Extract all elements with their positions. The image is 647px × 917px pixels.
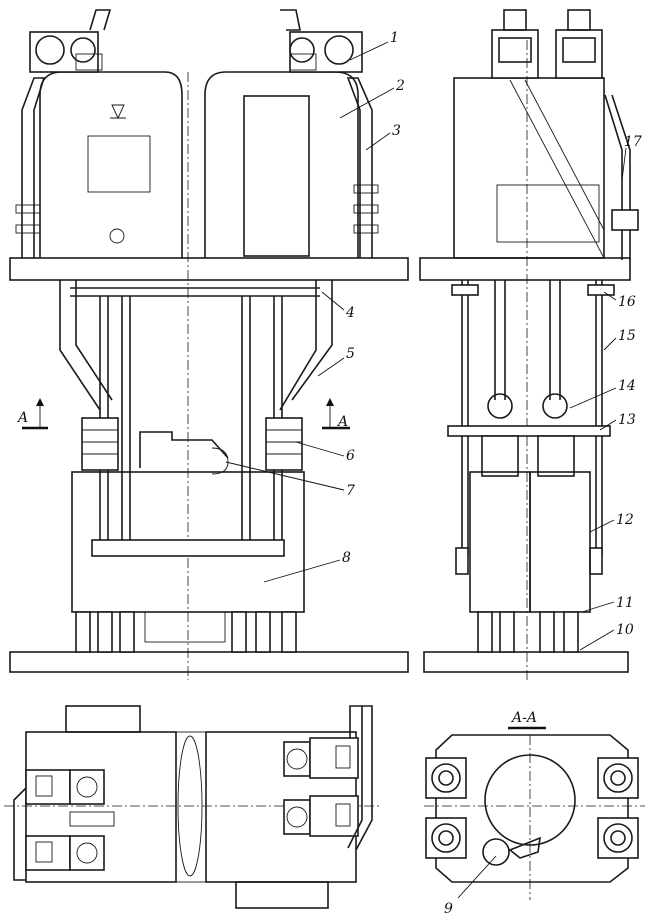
side-housing	[453, 77, 605, 259]
callout-14: 14	[618, 378, 636, 394]
clamp-frame	[91, 539, 285, 557]
callout-17: 17	[624, 134, 642, 150]
side-view	[419, 9, 639, 680]
section-shaft	[482, 838, 510, 866]
hazard-sign	[110, 104, 126, 120]
right-bent-pipe-b	[291, 280, 333, 401]
front-panel	[87, 135, 151, 193]
left-side-duct	[21, 77, 46, 258]
right-bent-pipe-a	[279, 280, 317, 411]
right-housing	[204, 71, 359, 258]
pipe-flange	[611, 209, 639, 231]
lower-base-plate	[9, 651, 409, 673]
plan-gap	[175, 731, 207, 883]
left-bent-pipe-a	[59, 280, 101, 411]
plan-bottom-tab	[235, 881, 329, 909]
callouts: 1 2 3 4 5 6 7 8 9 10 11 12 13 14 15 16 1…	[225, 30, 642, 917]
side-body-right	[529, 471, 591, 613]
section-a-a: A-A	[424, 710, 645, 900]
callout-16: 16	[618, 294, 636, 310]
front-view: A A	[9, 9, 409, 680]
side-upper-plate	[419, 257, 631, 281]
section-letter-left: A	[16, 410, 28, 426]
side-panel	[496, 184, 600, 243]
callout-7: 7	[346, 483, 355, 499]
section-wedge	[508, 836, 541, 859]
drive-chain-line-b	[524, 79, 605, 231]
bottom-box	[144, 611, 226, 643]
left-bellows-coupling	[81, 417, 119, 471]
right-drive-motor	[280, 9, 363, 73]
plan-view	[4, 705, 380, 909]
shackle-left	[487, 393, 513, 419]
inner-shafts	[494, 280, 561, 400]
right-bellows-coupling	[265, 417, 303, 471]
section-title: A-A	[510, 710, 537, 726]
callout-1: 1	[390, 30, 399, 46]
support-bar	[447, 425, 611, 437]
side-body-left	[469, 471, 531, 613]
side-pipe	[604, 94, 631, 260]
plan-motors-right	[283, 737, 359, 837]
upper-base-plate	[9, 257, 409, 281]
duct-flanges	[15, 184, 379, 234]
shackle-right	[542, 393, 568, 419]
callout-11: 11	[616, 595, 634, 611]
callout-4: 4	[345, 305, 355, 321]
drive-chain-line-a	[509, 79, 605, 259]
section-mark-right: A	[322, 398, 350, 430]
callout-9: 9	[444, 901, 453, 917]
right-side-duct	[346, 77, 373, 258]
side-motor-left	[491, 9, 539, 79]
callout-3: 3	[392, 123, 401, 139]
housing-connector	[109, 228, 125, 244]
callout-13: 13	[618, 412, 636, 428]
callout-5: 5	[346, 346, 355, 362]
left-housing	[39, 71, 183, 258]
section-letter-right: A	[336, 414, 348, 430]
hanging-rods	[461, 280, 603, 555]
left-drive-motor	[29, 9, 112, 73]
callout-10: 10	[616, 622, 634, 638]
door-panel	[243, 95, 310, 257]
sensor-bracket	[139, 431, 229, 468]
sensor-head	[211, 447, 229, 475]
section-bolts	[425, 757, 639, 859]
callout-15: 15	[618, 328, 636, 344]
left-support-feet	[75, 611, 135, 653]
section-mark-left: A	[16, 398, 48, 430]
vertical-rods	[99, 296, 283, 545]
rod-flanges	[451, 284, 615, 575]
plan-top-tab	[65, 705, 141, 733]
plan-pipe	[347, 705, 373, 851]
callout-6: 6	[346, 448, 355, 464]
plan-motors-left	[25, 769, 115, 871]
callout-12: 12	[616, 512, 634, 528]
plan-left-pipe	[13, 787, 27, 881]
right-support-feet	[231, 611, 297, 653]
callout-8: 8	[342, 550, 351, 566]
callout-2: 2	[395, 78, 405, 94]
side-feet	[477, 611, 579, 653]
section-outline	[435, 734, 629, 883]
side-couplings	[481, 435, 575, 477]
side-lower-plate	[423, 651, 629, 673]
side-motor-right	[555, 9, 603, 79]
